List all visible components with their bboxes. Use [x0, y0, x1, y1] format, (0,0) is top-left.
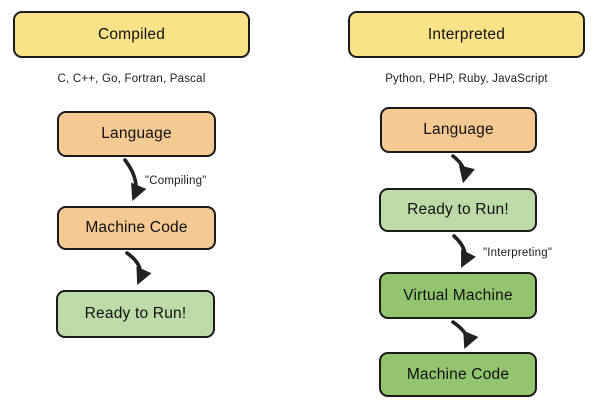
compiled-node-ready-to-run: Ready to Run! — [56, 290, 215, 338]
arrow-interpreting-icon — [452, 234, 476, 268]
compiled-languages-list: C, C++, Go, Fortran, Pascal — [57, 73, 206, 85]
arrow-right-vm-to-machinecode-icon — [451, 320, 479, 349]
compiling-edge-label: "Compiling" — [145, 175, 207, 187]
arrow-left-machinecode-to-ready-icon — [125, 251, 152, 285]
interpreted-node-ready-to-run: Ready to Run! — [379, 188, 537, 232]
compiled-header: Compiled — [13, 11, 250, 58]
arrow-right-language-to-ready-icon — [451, 154, 475, 184]
compiled-node-machine-code: Machine Code — [57, 206, 216, 250]
interpreted-node-language: Language — [380, 107, 537, 153]
arrow-compiling-icon — [123, 158, 147, 201]
interpreted-languages-list: Python, PHP, Ruby, JavaScript — [385, 73, 548, 85]
compiled-node-language: Language — [57, 111, 216, 157]
interpreting-edge-label: "Interpreting" — [483, 247, 553, 259]
interpreted-header: Interpreted — [348, 11, 585, 58]
interpreted-node-machine-code: Machine Code — [379, 352, 537, 397]
interpreted-node-virtual-machine: Virtual Machine — [379, 272, 537, 319]
